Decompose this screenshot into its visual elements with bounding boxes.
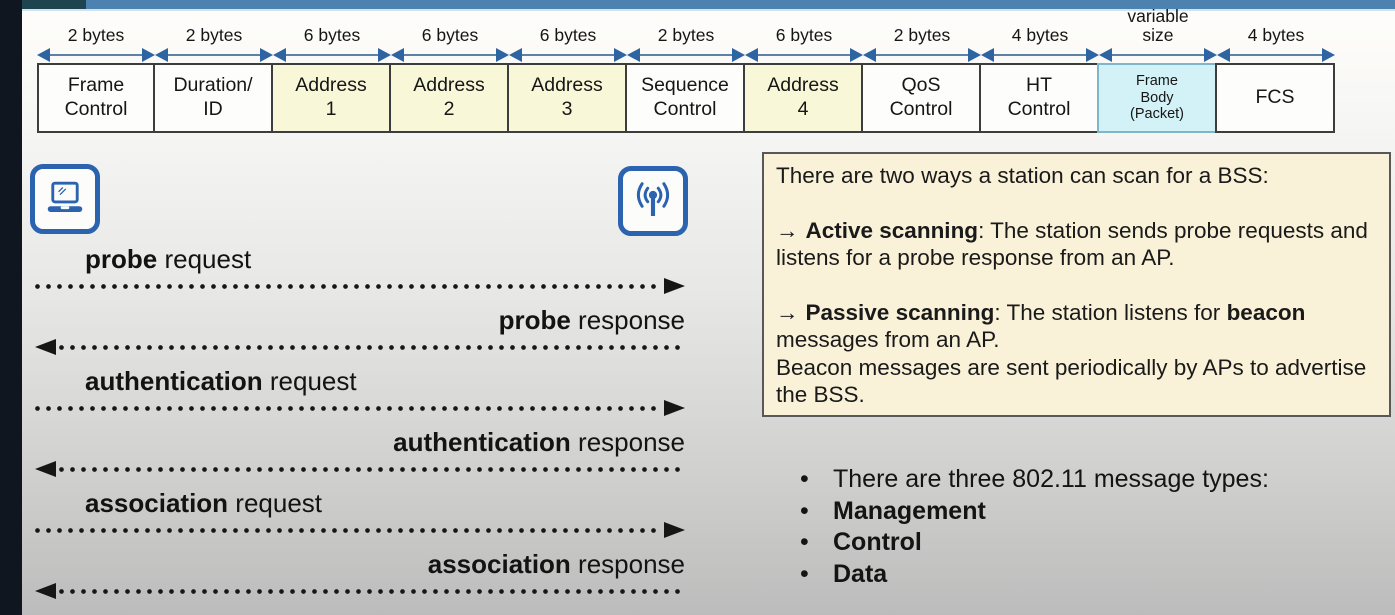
frame-field-sequence-control: 2 bytes Sequence Control [625,4,745,133]
field-size-label: 2 bytes [67,25,125,46]
frame-format-diagram: 2 bytes Frame Control 2 bytes Duration/ … [37,4,1335,133]
field-box: HT Control [979,63,1099,133]
message-association-request: association request [35,487,685,538]
field-box: Address 4 [743,63,863,133]
message-authentication-response: authentication response [35,426,685,477]
field-box: FCS [1215,63,1335,133]
width-arrow-icon [863,48,981,63]
field-size-label: 4 bytes [1011,25,1069,46]
arrowhead-left-icon [35,583,56,599]
frame-field-address-4: 6 bytes Address 4 [743,4,863,133]
frame-field-duration-id: 2 bytes Duration/ ID [153,4,273,133]
message-probe-request: probe request [35,243,685,294]
bullet-icon: • [800,496,809,525]
bullet-icon: • [800,528,809,556]
field-size-label: variable size [1127,5,1189,46]
frame-field-qos-control: 2 bytes QoS Control [861,4,981,133]
width-arrow-icon [391,48,509,63]
field-size-label: 6 bytes [775,25,833,46]
arrowhead-right-icon [664,278,685,294]
dotted-arrow-left [35,339,685,355]
message-probe-response: probe response [35,304,685,355]
field-size-label: 2 bytes [657,25,715,46]
field-box: Address 2 [389,63,509,133]
top-bar-underline [22,9,1395,11]
width-arrow-icon [155,48,273,63]
arrowhead-right-icon [664,522,685,538]
width-arrow-icon [509,48,627,63]
left-edge-bar [0,0,22,615]
arrow-right-glyph: → [776,299,799,325]
info-intro-text: There are two ways a station can scan fo… [776,163,1269,188]
dotted-arrow-right [35,522,685,538]
frame-field-ht-control: 4 bytes HT Control [979,4,1099,133]
frame-field-address-1: 6 bytes Address 1 [271,4,391,133]
field-size-label: 2 bytes [185,25,243,46]
field-box: Duration/ ID [153,63,273,133]
top-progress-bar [22,0,1395,9]
passive-scanning-text: →Passive scanning: The station listens f… [776,299,1306,353]
dotted-arrow-left [35,461,685,477]
field-box: Sequence Control [625,63,745,133]
frame-field-fcs: 4 bytes FCS [1215,4,1335,133]
frame-field-frame-control: 2 bytes Frame Control [37,4,155,133]
arrowhead-left-icon [35,461,56,477]
beacon-note-text: Beacon messages are sent periodically by… [776,354,1367,408]
width-arrow-icon [37,48,155,63]
width-arrow-icon [1217,48,1335,63]
width-arrow-icon [627,48,745,63]
station-tile [30,164,100,234]
bullet-icon: • [800,559,809,588]
arrow-right-glyph: → [776,217,799,243]
dotted-arrow-right [35,400,685,416]
width-arrow-icon [981,48,1099,63]
bullet-icon: • [800,465,809,493]
message-authentication-request: authentication request [35,365,685,416]
laptop-icon [47,181,83,212]
arrowhead-left-icon [35,339,56,355]
frame-field-address-3: 6 bytes Address 3 [507,4,627,133]
message-types-list: •There are three 802.11 message types: •… [800,464,1380,590]
message-label: authentication request [85,366,357,396]
antenna-icon [636,182,670,216]
field-size-label: 6 bytes [539,25,597,46]
message-label: probe request [85,244,252,274]
width-arrow-icon [745,48,863,63]
message-label: association response [427,549,685,579]
arrowhead-right-icon [664,400,685,416]
message-label: probe response [498,305,685,335]
dotted-arrow-right [35,278,685,294]
field-size-label: 6 bytes [421,25,479,46]
top-progress-segment [22,0,86,9]
field-box: Address 3 [507,63,627,133]
frame-field-address-2: 6 bytes Address 2 [389,4,509,133]
field-box: Frame Control [37,63,155,133]
dotted-arrow-left [35,583,685,599]
field-box: Address 1 [271,63,391,133]
bss-scan-info-box: There are two ways a station can scan fo… [762,152,1391,417]
field-size-label: 6 bytes [303,25,361,46]
list-item-management: •Management [800,496,1380,528]
message-label: authentication response [393,427,685,457]
message-label: association request [85,488,323,518]
message-association-response: association response [35,548,685,599]
active-scanning-text: →Active scanning: The station sends prob… [776,217,1368,271]
list-item-data: •Data [800,559,1380,591]
field-box: Frame Body (Packet) [1097,63,1217,133]
list-item-control: •Control [800,527,1380,559]
width-arrow-icon [1099,48,1217,63]
access-point-tile [618,166,688,236]
field-box: QoS Control [861,63,981,133]
field-size-label: 2 bytes [893,25,951,46]
list-item-intro: •There are three 802.11 message types: [800,464,1380,496]
frame-field-frame-body: variable size Frame Body (Packet) [1097,4,1217,133]
width-arrow-icon [273,48,391,63]
scan-sequence-diagram: probe request probe response authenticat… [35,243,685,609]
field-size-label: 4 bytes [1247,25,1305,46]
